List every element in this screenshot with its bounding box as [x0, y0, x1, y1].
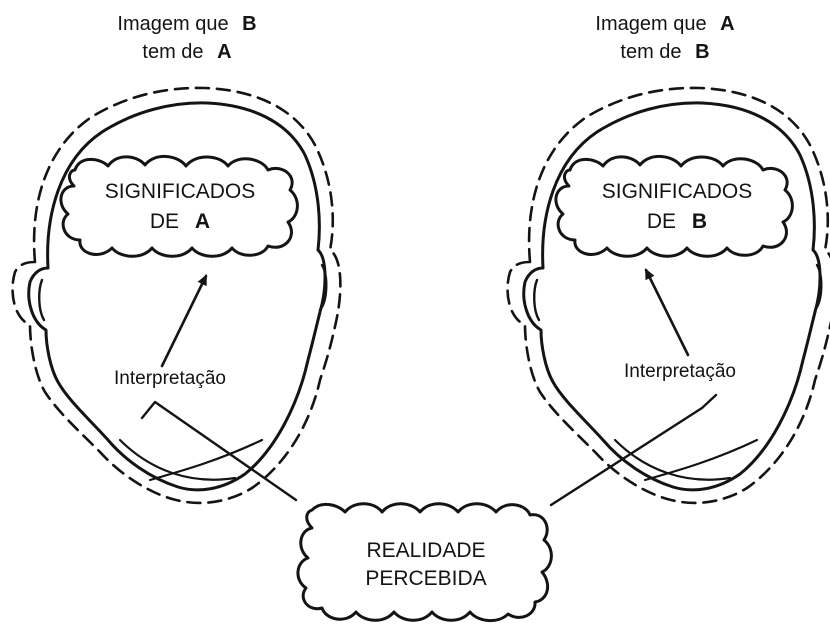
right-ear-line-left-head [318, 263, 328, 312]
right-cloud-text-line1: SIGNIFICADOS [602, 180, 753, 203]
right-cloud-text-line2: DE B [647, 210, 707, 233]
reality-text-line2: PERCEBIDA [365, 567, 486, 590]
right-head-dashed-outline [506, 86, 830, 505]
right-caption-line1-text: Imagem que [595, 13, 706, 35]
left-perception-line [140, 400, 298, 502]
left-cloud-de: DE [150, 210, 179, 233]
right-cloud-shape [554, 155, 794, 258]
right-caption-line1: Imagem que A [595, 13, 734, 35]
left-cloud-letter: A [195, 210, 210, 233]
left-chin-curve-2 [148, 438, 264, 482]
right-head-outline [522, 101, 822, 492]
left-head: SIGNIFICADOS DE A Interpretação [11, 86, 342, 505]
left-caption-line2-letter: A [217, 41, 231, 63]
reality-cloud: REALIDADE PERCEBIDA [296, 502, 553, 622]
left-head-dashed-outline [11, 86, 342, 505]
left-caption-line1: Imagem que B [117, 13, 256, 35]
left-caption-line2: tem de A [142, 41, 231, 63]
right-head-ear-line [533, 278, 541, 322]
left-caption: Imagem que B tem de A [117, 13, 256, 63]
right-head-ear-line-2 [813, 263, 823, 312]
right-interpretation-arrow [644, 268, 690, 357]
right-caption-line1-letter: A [720, 13, 734, 35]
right-cloud-letter: B [692, 210, 707, 233]
right-perception-line [549, 393, 718, 507]
left-cloud-text-line1: SIGNIFICADOS [105, 180, 256, 203]
right-cloud-de: DE [647, 210, 676, 233]
right-caption-line2-letter: B [695, 41, 709, 63]
reality-text-line1: REALIDADE [366, 539, 485, 562]
reality-cloud-shape [296, 502, 553, 622]
right-chin-curve-2 [643, 438, 759, 482]
left-cloud-shape [59, 155, 299, 258]
left-cloud-text-line2: DE A [150, 210, 210, 233]
right-head: SIGNIFICADOS DE B Interpretação [506, 86, 830, 507]
right-caption-line2-text: tem de [620, 41, 681, 63]
left-caption-line2-text: tem de [142, 41, 203, 63]
left-caption-line1-text: Imagem que [117, 13, 228, 35]
right-caption: Imagem que A tem de B [595, 13, 734, 63]
right-caption-line2: tem de B [620, 41, 709, 63]
left-interpretation-arrow [160, 274, 208, 368]
left-caption-line1-letter: B [242, 13, 256, 35]
left-ear-line [38, 278, 46, 322]
right-chin-curve [613, 438, 732, 481]
left-head-outline [27, 101, 327, 492]
right-interpretation-label: Interpretação [624, 361, 736, 382]
left-interpretation-label: Interpretação [114, 368, 226, 389]
